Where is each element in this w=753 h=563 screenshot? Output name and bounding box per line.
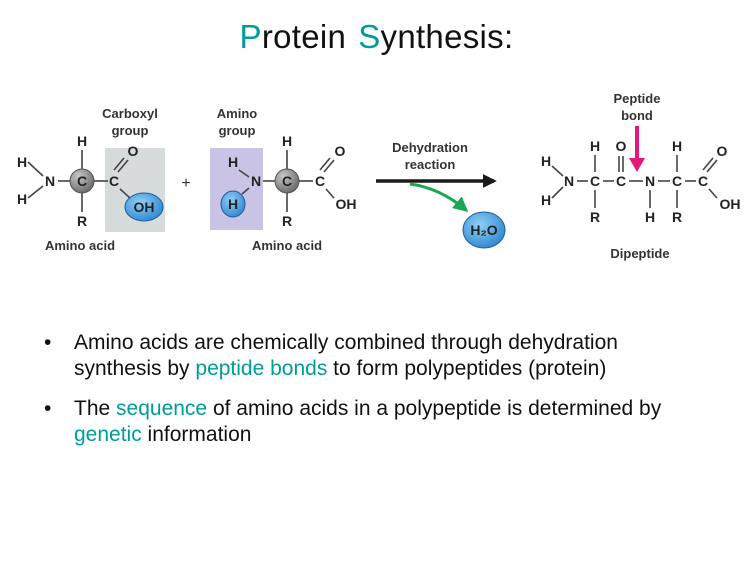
- atom-oh: OH: [134, 199, 155, 215]
- atom-c: C: [109, 173, 119, 189]
- atom-c: C: [77, 173, 87, 189]
- water-oval: [462, 211, 506, 249]
- carboxyl-group-label: Carboxyl: [102, 106, 158, 121]
- atom-h: H: [228, 154, 238, 170]
- atom-h: H: [77, 133, 87, 149]
- bullet-item: Amino acids are chemically combined thro…: [40, 330, 680, 382]
- atom-h: H: [541, 153, 551, 169]
- oh-oval: [124, 192, 164, 222]
- amino-acid-2: Amino group H N H C H R C O OH Amino aci…: [210, 106, 357, 253]
- plus-sign: +: [181, 175, 190, 192]
- atom-c: C: [315, 173, 325, 189]
- peptide-bond-label: Peptide: [614, 91, 661, 106]
- atom-h: H: [228, 196, 238, 212]
- atom-o: O: [128, 143, 139, 159]
- highlighted-term: genetic: [74, 423, 142, 446]
- highlighted-term: sequence: [116, 397, 208, 420]
- atom-o: O: [717, 143, 728, 159]
- dehydration-reaction: Dehydration reaction H₂O: [376, 140, 506, 249]
- atom-c: C: [282, 173, 292, 189]
- atom-oh: OH: [336, 196, 357, 212]
- dehydration-synthesis-diagram: Carboxyl group H H N C H R C O OH Amino …: [17, 91, 741, 261]
- atom-n: N: [645, 173, 655, 189]
- atom-c: C: [698, 173, 708, 189]
- carboxyl-group-label: group: [112, 123, 149, 138]
- atom-r: R: [77, 213, 87, 229]
- atom-n: N: [45, 173, 55, 189]
- bullet-list: Amino acids are chemically combined thro…: [40, 330, 680, 462]
- title-accent-letter: P: [239, 18, 262, 55]
- amino-group-label: Amino: [217, 106, 258, 121]
- atom-h: H: [645, 209, 655, 225]
- title-accent-letter: S: [358, 18, 381, 55]
- amino-acid-2-label: Amino acid: [252, 238, 322, 253]
- atom-h: H: [590, 138, 600, 154]
- atom-h: H: [17, 154, 27, 170]
- title-word-rest: ynthesis:: [380, 18, 514, 55]
- atom-c: C: [672, 173, 682, 189]
- atom-oh: OH: [720, 196, 741, 212]
- atom-o: O: [616, 138, 627, 154]
- atom-h: H: [282, 133, 292, 149]
- water-release-arrow: [409, 182, 469, 212]
- amino-acid-1-label: Amino acid: [45, 238, 115, 253]
- dipeptide: Peptide bond H H N C H R C O N H C H R C…: [541, 91, 741, 261]
- atom-c: C: [590, 173, 600, 189]
- reaction-label: reaction: [405, 157, 456, 172]
- title-word-rest: rotein: [261, 18, 347, 55]
- peptide-bond-label: bond: [621, 108, 653, 123]
- bullet-item: The sequence of amino acids in a polypep…: [40, 396, 680, 448]
- dipeptide-label: Dipeptide: [610, 246, 669, 261]
- atom-h: H: [672, 138, 682, 154]
- page-title: Protein Synthesis:: [0, 18, 753, 56]
- atom-c: C: [616, 173, 626, 189]
- atom-h: H: [17, 191, 27, 207]
- h-oval: [220, 190, 246, 218]
- atom-r: R: [282, 213, 292, 229]
- atom-o: O: [335, 143, 346, 159]
- amino-acid-1: Carboxyl group H H N C H R C O OH Amino …: [17, 106, 165, 253]
- reaction-label: Dehydration: [392, 140, 468, 155]
- atom-h: H: [541, 192, 551, 208]
- atom-n: N: [564, 173, 574, 189]
- atom-r: R: [590, 209, 600, 225]
- highlighted-term: peptide bonds: [195, 357, 328, 380]
- atom-n: N: [251, 173, 261, 189]
- amino-group-label: group: [219, 123, 256, 138]
- water-label: H₂O: [470, 222, 497, 238]
- atom-r: R: [672, 209, 682, 225]
